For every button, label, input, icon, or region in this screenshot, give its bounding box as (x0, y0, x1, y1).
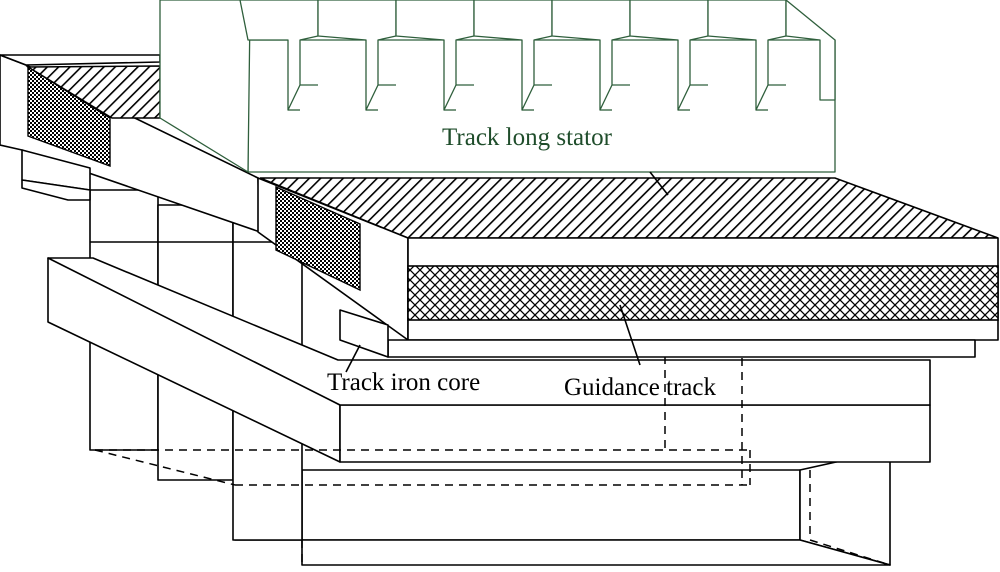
track-slab (257, 177, 999, 358)
hidden-edges (94, 230, 891, 566)
labels: Track long stator Track iron core Guidan… (327, 118, 717, 401)
stator-teeth (239, 0, 836, 111)
coil-right (275, 185, 361, 292)
iron-core-block (339, 309, 389, 358)
leader-guidance (619, 304, 641, 366)
label-track-iron-core: Track iron core (327, 369, 480, 396)
stator-side (159, 0, 251, 173)
label-guidance-track: Guidance track (564, 374, 717, 401)
iron-core-beam (47, 257, 931, 463)
rear-base-bottom (301, 539, 891, 566)
upper-arm (0, 54, 261, 233)
label-track-long-stator: Track long stator (442, 124, 613, 151)
leader-iron-core (345, 344, 361, 373)
stator-front (247, 39, 836, 173)
beam-top-face (47, 257, 931, 406)
coil-left (27, 65, 111, 168)
arm-top-edge (0, 54, 161, 66)
guidance-track-band (407, 265, 999, 321)
long-stator (159, 0, 836, 173)
leader-stator (649, 171, 669, 196)
rear-base-front-face (301, 469, 801, 541)
slab-bottom-lip (387, 339, 976, 358)
beam-front-face (339, 404, 931, 463)
leader-lines (345, 171, 669, 373)
